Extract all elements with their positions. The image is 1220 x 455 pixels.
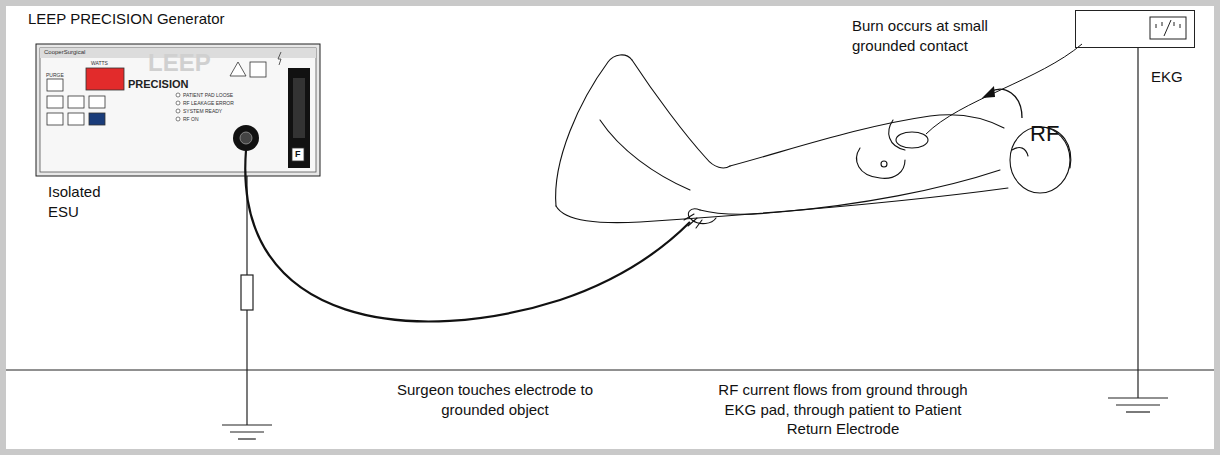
callout-note: Burn occurs at small grounded contact (852, 16, 1017, 55)
brand-logo: CooperSurgical (44, 49, 124, 57)
ground-lead (222, 176, 272, 439)
rf-arrow (982, 86, 1022, 118)
frame (3, 3, 1217, 452)
status-text: RF ON (183, 116, 263, 123)
button-text: PURGE (46, 72, 72, 79)
status-text: PATIENT PAD LOOSE (183, 92, 263, 99)
caption-note: RF current flows from ground through EKG… (712, 380, 974, 439)
monitor-box: EKG (1075, 10, 1195, 48)
electrode-cable (245, 150, 690, 321)
device-label: EKG (1151, 68, 1183, 85)
patient-figure (556, 55, 1071, 228)
ekg-pad (896, 132, 928, 148)
device-title: LEEP PRECISION Generator (28, 9, 288, 29)
panel-text: WATTS (91, 60, 127, 67)
status-text: SYSTEM READY (183, 108, 263, 115)
status-text: RF LEAKAGE ERROR (183, 100, 263, 107)
panel-text: F (295, 149, 305, 161)
caption-note: Surgeon touches electrode to grounded ob… (385, 380, 605, 419)
panel-brand: PRECISION (128, 77, 218, 91)
generator (36, 44, 320, 176)
ekg-lead (926, 44, 1082, 134)
device-note: Isolated ESU (48, 182, 118, 221)
ekg-ground (1108, 48, 1168, 412)
watermark: LEEP (148, 47, 238, 78)
ground-line (6, 370, 1214, 371)
signal-name: RF (1030, 120, 1070, 149)
meter-symbol (1150, 17, 1186, 39)
